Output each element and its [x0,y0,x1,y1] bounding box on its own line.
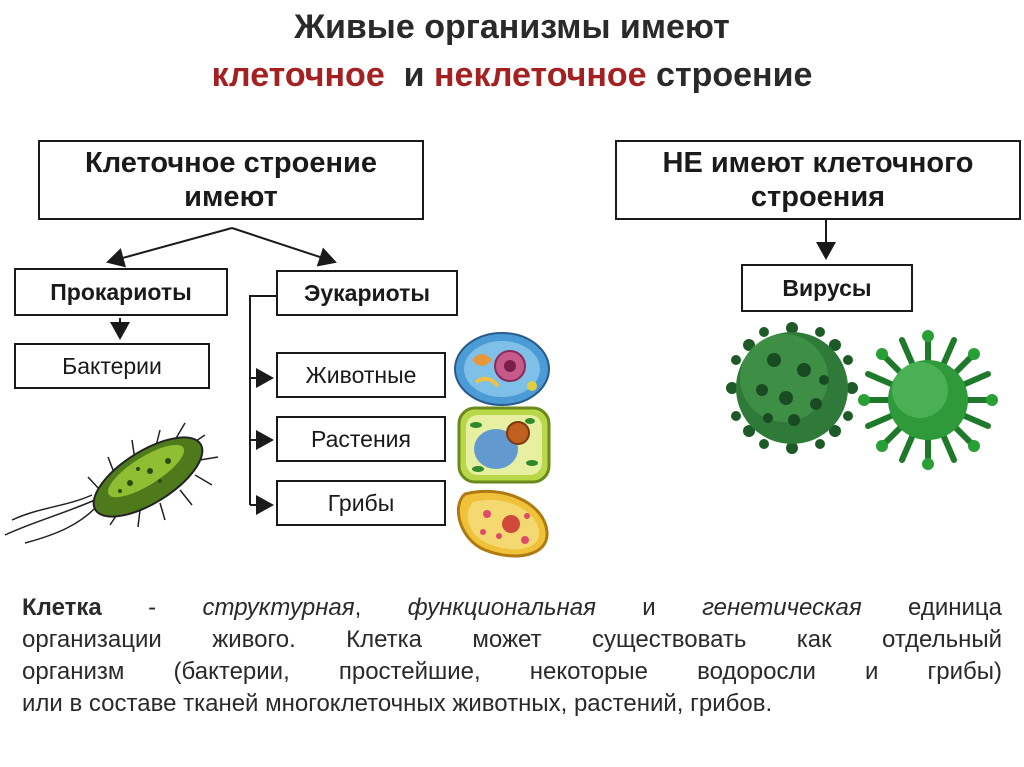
definition-dash: - [102,594,203,621]
fungal-cell-image [455,484,553,562]
arrow-to-prokaryotes [108,228,232,262]
fungi-label: Грибы [328,490,395,517]
noncellular-structure-box: НЕ имеют клеточного строения [615,140,1021,220]
definition-line-4: или в составе тканей многоклеточных живо… [22,688,1002,720]
cellular-header-line2: имеют [85,180,377,214]
prokaryotes-box: Прокариоты [14,268,228,316]
cellular-header-line1: Клеточное строение [85,146,377,180]
prokaryotes-label: Прокариоты [50,279,192,306]
definition-sep-1: , [355,594,408,621]
cellular-structure-box: Клеточное строение имеют [38,140,424,220]
definition-word-structural: структурная [203,594,355,621]
noncellular-header-line1: НЕ имеют клеточного [663,146,974,180]
plants-label: Растения [311,426,411,453]
animals-box: Животные [276,352,446,398]
definition-word-genetic: генетическая [702,594,862,621]
definition-term: Клетка [22,594,102,621]
animals-label: Животные [306,362,417,389]
noncellular-header-line2: строения [663,180,974,214]
plants-box: Растения [276,416,446,462]
definition-line-1: Клетка - структурная, функциональная и г… [22,592,1002,624]
eukaryotes-bracket [250,296,276,505]
definition-sep-2: и [596,594,702,621]
animal-cell-image [452,330,552,408]
bacteria-box: Бактерии [14,343,210,389]
fungi-box: Грибы [276,480,446,526]
plant-cell-image [456,405,552,485]
definition-line-2: организации живого. Клетка может существ… [22,624,1002,656]
definition-line-3: организм (бактерии, простейшие, некоторы… [22,656,1002,688]
eukaryotes-box: Эукариоты [276,270,458,316]
bacteria-label: Бактерии [62,353,162,380]
virus-image-2 [858,330,998,470]
definition-sep-3: единица [862,594,1002,621]
virus-image-1 [724,320,860,456]
eukaryotes-label: Эукариоты [304,280,430,307]
viruses-label: Вирусы [782,275,871,302]
bacterium-image [0,395,240,545]
arrow-to-eukaryotes [232,228,335,262]
viruses-box: Вирусы [741,264,913,312]
cell-definition-paragraph: Клетка - структурная, функциональная и г… [22,592,1002,720]
definition-word-functional: функциональная [408,594,596,621]
